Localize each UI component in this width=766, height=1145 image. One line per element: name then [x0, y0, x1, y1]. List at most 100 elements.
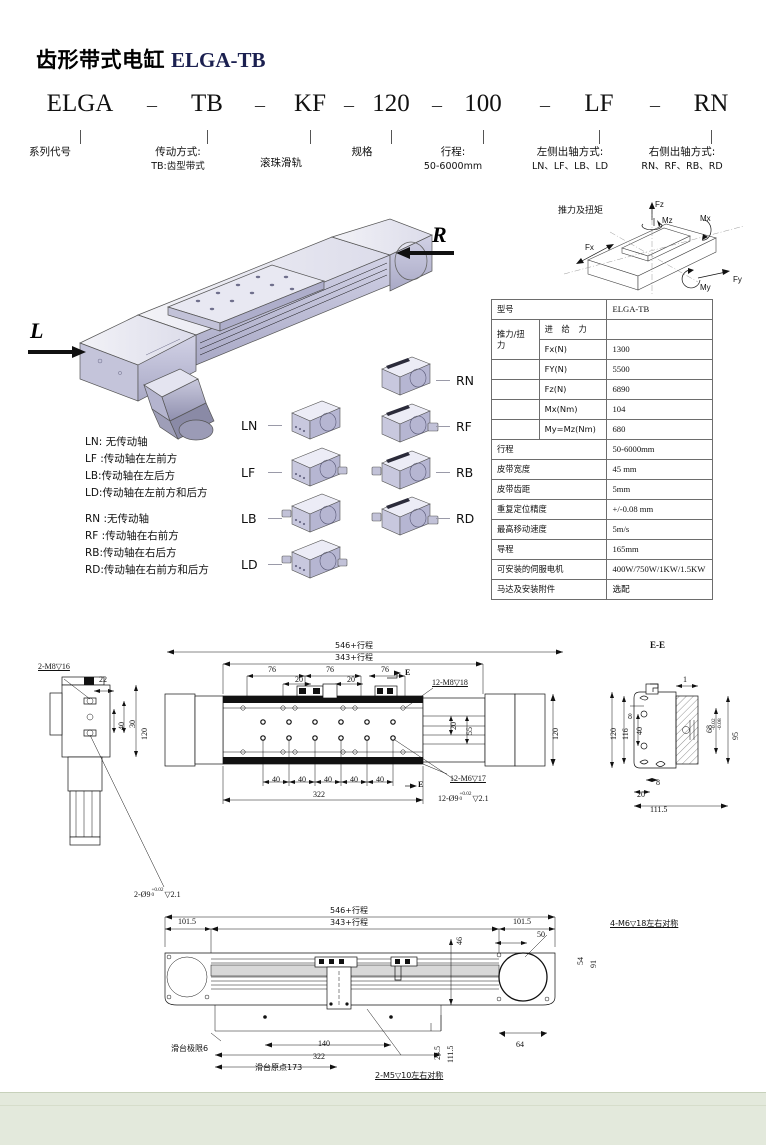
top-dim-inner: 343+行程 — [335, 653, 373, 662]
variant-label-rf: RF — [456, 419, 472, 434]
bottom-note-m5: 2-M5▽10左右对称 — [375, 1071, 444, 1080]
legend-left-3: LD:传动轴在左前方和后方 — [85, 487, 208, 499]
spec-key-belt-width: 皮带宽度 — [490, 459, 608, 480]
code-tick-0 — [80, 130, 81, 144]
spec-value-belt-pitch: 5mm — [606, 479, 713, 500]
spec-key-blank-mx — [491, 399, 540, 420]
leftview-tol-up: +0.02 — [151, 886, 164, 893]
top-dim-20-a: 20 — [295, 675, 303, 684]
top-note-hole-depth: ▽2.1 — [472, 794, 489, 803]
spec-key-belt-pitch: 皮带齿距 — [490, 479, 608, 500]
force-group-line1: 推力/扭 — [497, 329, 525, 340]
legend-right-group: RN :无传动轴 RF :传动轴在右前方 RB:传动轴在右后方 RD:传动轴在右… — [85, 511, 209, 579]
top-dim-20-b: 20 — [347, 675, 355, 684]
leftview-dim-120: 120 — [140, 728, 149, 740]
model-code-dash-4: – — [540, 94, 550, 116]
actuator-3d-illustration — [79, 218, 433, 441]
legend-right-2: RB:传动轴在右后方 — [85, 547, 177, 559]
bottom-dim-101-5-left: 101.5 — [178, 917, 196, 926]
page-footer-band — [0, 1092, 766, 1145]
bottom-dim-46: 46 — [455, 937, 464, 945]
spec-key-stroke: 行程 — [490, 439, 608, 460]
legend-right-0: RN :无传动轴 — [85, 513, 150, 525]
desc-text-1: 传动方式: — [155, 146, 201, 158]
top-note-hole: 12-Ø9 — [438, 794, 459, 803]
model-code-dash-3: – — [432, 94, 442, 116]
variant-label-lb: LB — [241, 511, 257, 526]
model-code-breakdown: ELGA – TB – KF – 120 – 100 – LF – RN — [30, 90, 736, 144]
spec-value-lead: 165mm — [606, 539, 713, 560]
force-torque-diagram — [563, 202, 745, 294]
model-code-desc-6: 右侧出轴方式: RN、RF、RB、RD — [633, 145, 731, 174]
desc-sub-6: RN、RF、RB、RD — [641, 161, 723, 173]
spec-key-blank-fz — [491, 379, 540, 400]
section-dim-95: 95 — [731, 732, 740, 740]
model-code-segment-1: TB — [191, 90, 223, 117]
spec-value-mx: 104 — [606, 399, 713, 420]
top-dim-40-c: 40 — [324, 775, 332, 784]
variant-block-rd — [371, 496, 439, 536]
variant-block-lb — [281, 493, 341, 533]
section-dim-40: 40 — [635, 727, 644, 735]
spec-row-belt-width: 皮带宽度 45 mm — [490, 459, 713, 480]
legend-left-0: LN: 无传动轴 — [85, 436, 148, 448]
spec-key-blank-mymz — [491, 419, 540, 440]
code-tick-6 — [711, 130, 712, 144]
spec-value-fz: 6890 — [606, 379, 713, 400]
section-dim-68: 68 — [705, 725, 714, 733]
top-dim-120: 120 — [551, 728, 560, 740]
top-dim-40-d: 40 — [350, 775, 358, 784]
legend-left-group: LN: 无传动轴 LF :传动轴在左前方 LB:传动轴在左后方 LD:传动轴在左… — [85, 434, 207, 502]
section-dim-1: 1 — [683, 675, 687, 684]
model-code-desc-2: 滚珠滑轨 — [240, 156, 322, 171]
force-label-mx: Mx — [700, 214, 711, 223]
bottom-dim-111-5: 111.5 — [446, 1045, 455, 1063]
code-tick-5 — [599, 130, 600, 144]
variant-label-rn: RN — [456, 373, 475, 388]
leftview-dim-40: 40 — [117, 722, 126, 730]
variant-block-rn — [381, 356, 431, 396]
spec-row-stroke: 行程 50-6000mm — [490, 439, 713, 460]
bottom-dim-101-5-right: 101.5 — [513, 917, 531, 926]
top-dim-40-b: 40 — [298, 775, 306, 784]
model-code-dash-5: – — [650, 94, 660, 116]
top-note-m6: 12-M6▽17 — [450, 774, 486, 783]
bottom-dim-91: 91 — [589, 960, 598, 968]
legend-right-3: RD:传动轴在右前方和后方 — [85, 564, 209, 576]
page-title-cn: 齿形带式电缸 — [36, 48, 165, 72]
desc-text-0: 系列代号 — [29, 146, 71, 158]
section-dim-120: 120 — [609, 728, 618, 740]
top-dim-55-inner: 55 — [465, 727, 474, 735]
spec-row-lead: 导程 165mm — [490, 539, 713, 560]
model-code-desc-3: 规格 — [333, 145, 391, 160]
legend-left-2: LB:传动轴在左后方 — [85, 470, 176, 482]
section-dim-111-5: 111.5 — [650, 805, 668, 814]
direction-label-left: L — [30, 318, 44, 343]
force-label-fy: Fy — [733, 275, 742, 284]
direction-label-right: R — [432, 222, 447, 247]
variant-block-ld — [281, 539, 348, 579]
spec-sub-fy: FY(N) — [538, 359, 608, 380]
spec-row-fz: Fz(N) 6890 — [491, 379, 713, 400]
force-group-line2: 力 — [497, 339, 506, 350]
desc-text-2: 滚珠滑轨 — [260, 157, 302, 169]
top-dim-322: 322 — [313, 790, 325, 799]
desc-sub-4: 50-6000mm — [423, 161, 483, 173]
top-dim-40-e: 40 — [376, 775, 384, 784]
section-dim-116: 116 — [621, 728, 630, 740]
spec-value-accessories: 选配 — [606, 579, 713, 600]
direction-arrow-left — [28, 346, 86, 358]
specification-table: 型号 ELGA-TB 推力/扭 力 进 给 力 Fx(N) 1300 FY(N)… — [490, 299, 713, 600]
desc-text-4: 行程: — [440, 146, 466, 158]
section-dim-8b: 8 — [656, 778, 660, 787]
spec-key-force-group: 推力/扭 力 — [491, 319, 540, 360]
variant-label-ld: LD — [241, 557, 258, 572]
code-tick-3 — [391, 130, 392, 144]
spec-value-fx: 1300 — [606, 339, 713, 360]
spec-row-feed-force: 推力/扭 力 进 给 力 — [491, 319, 713, 360]
variant-dash-lb — [268, 518, 282, 520]
model-code-dash-2: – — [344, 94, 354, 116]
model-code-segment-0: ELGA — [46, 90, 114, 117]
top-dim-40-a: 40 — [272, 775, 280, 784]
model-code-desc-0: 系列代号 — [14, 145, 86, 160]
